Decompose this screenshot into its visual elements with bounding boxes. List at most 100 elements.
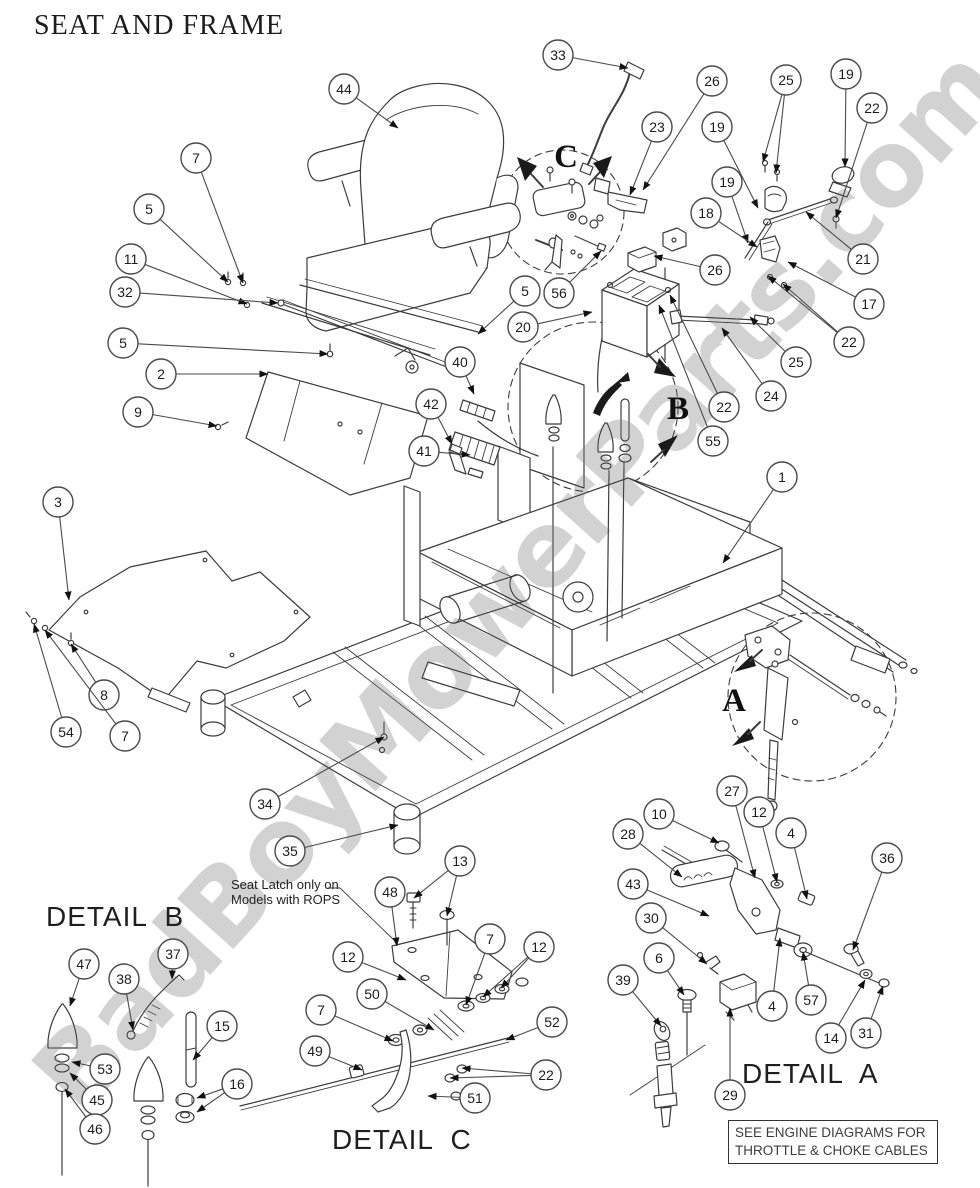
callout-label-7-52: 7 [317, 1002, 325, 1018]
callout-5-21 [107, 327, 139, 359]
leader-line-33-0 [572, 57, 629, 70]
detail-b-parts [47, 974, 197, 1187]
callout-label-47-38: 47 [76, 956, 92, 972]
callout-label-56-17: 56 [551, 285, 567, 301]
view-letter-A: A [722, 683, 746, 719]
callout-label-19-4: 19 [838, 66, 854, 82]
callout-22-20 [833, 326, 865, 358]
callout-33-0 [542, 39, 574, 71]
leader-line-1-32 [722, 489, 774, 564]
leader-line-13-46 [413, 869, 449, 899]
seat-deck [403, 362, 783, 677]
leader-line-50-51 [384, 1001, 435, 1031]
callout-41-30 [408, 435, 440, 467]
page-title: SEAT AND FRAME [34, 10, 284, 41]
callout-label-16-43: 16 [229, 1076, 245, 1092]
callout-label-6-65: 6 [655, 950, 663, 966]
callout-label-31-70: 31 [858, 1025, 874, 1041]
leader-line-53-42 [71, 1060, 91, 1068]
callout-label-2-23: 2 [157, 366, 165, 382]
detail-b-label: DETAIL B [46, 901, 185, 932]
leader-line-7-35 [44, 629, 117, 725]
callout-label-34-36: 34 [257, 796, 273, 812]
callout-19-4 [830, 58, 862, 90]
callout-6-65 [643, 942, 675, 974]
knob-cone [133, 1056, 164, 1102]
callout-label-36-62: 36 [879, 850, 895, 866]
leader-line-11-12 [144, 263, 248, 305]
leader-line-26-2 [642, 93, 705, 191]
callout-12-48 [332, 941, 364, 973]
callout-34-36 [249, 788, 281, 820]
callout-label-45-44: 45 [89, 1092, 105, 1108]
callout-label-5-21: 5 [119, 335, 127, 351]
callout-17-16 [853, 288, 885, 320]
leader-line-51-56 [427, 1092, 461, 1100]
leader-line-44-1 [355, 97, 399, 129]
callout-label-14-69: 14 [823, 1030, 839, 1046]
callout-label-29-71: 29 [722, 1087, 738, 1103]
seat-latch-note: Seat Latch only on Models with ROPS [231, 877, 340, 908]
leader-line-19-4 [841, 88, 849, 168]
callout-label-22-55: 22 [538, 1067, 554, 1083]
callout-15-41 [206, 1010, 238, 1042]
leader-line-41-30 [438, 450, 471, 458]
callout-label-15-41: 15 [214, 1018, 230, 1034]
seat-latch-note-line1: Seat Latch only on [231, 877, 339, 892]
leader-line-57-68 [800, 951, 810, 986]
detail-a-parts [629, 840, 890, 1128]
callout-label-18-11: 18 [698, 205, 714, 221]
callout-label-23-7: 23 [649, 119, 665, 135]
seat-latch-note-line2: Models with ROPS [231, 892, 341, 908]
callout-18-11 [690, 197, 722, 229]
note-box-line2: THROTTLE & CHOKE CABLES [735, 1142, 928, 1158]
callout-label-51-56: 51 [467, 1090, 483, 1106]
leader-line-10-58 [672, 820, 720, 844]
leader-line-5-9 [159, 218, 229, 283]
steering-rails [689, 517, 918, 675]
knob-cone [47, 1003, 78, 1049]
callout-label-22-20: 22 [841, 334, 857, 350]
callout-8-33 [88, 679, 120, 711]
leader-line-36-62 [852, 871, 883, 951]
callout-26-14 [699, 254, 731, 286]
callout-14-69 [815, 1022, 847, 1054]
callout-19-8 [701, 111, 733, 143]
right-armrest [430, 202, 521, 249]
hardware-cluster-c [532, 166, 607, 271]
callout-label-35-37: 35 [282, 843, 298, 859]
callout-label-38-40: 38 [116, 971, 132, 987]
callout-label-19-8: 19 [709, 119, 725, 135]
callout-label-25-3: 25 [778, 72, 794, 88]
callout-label-7-49: 7 [486, 931, 494, 947]
seat-assembly [305, 82, 521, 332]
detail-a-label: DETAIL A [742, 1058, 879, 1089]
leader-line-40-26 [465, 375, 475, 395]
leader-line-17-16 [787, 261, 856, 298]
callout-label-42-27: 42 [423, 396, 439, 412]
view-direction-arrows [517, 156, 763, 746]
leader-line-25-3 [761, 94, 783, 163]
callout-3-31 [42, 486, 74, 518]
callout-label-27-57: 27 [724, 783, 740, 799]
leader-line-5-18 [477, 300, 515, 335]
leader-line-56-17 [569, 250, 602, 283]
callout-label-9-28: 9 [134, 404, 142, 420]
leader-line-14-69 [838, 979, 866, 1026]
callout-29-71 [714, 1079, 746, 1111]
callout-4-67 [756, 990, 788, 1022]
callout-11-12 [115, 243, 147, 275]
latch-hook [371, 1029, 412, 1113]
leader-line-18-11 [718, 220, 758, 248]
leader-line-12-50 [482, 956, 529, 998]
leader-line-22-55 [449, 1074, 532, 1082]
wire-harness-33 [579, 61, 645, 176]
detail-c-parts [239, 892, 529, 1113]
callout-label-43-63: 43 [625, 876, 641, 892]
leader-line-46-45 [64, 1088, 87, 1118]
leader-line-23-7 [629, 140, 652, 196]
callout-43-63 [617, 868, 649, 900]
callout-label-46-45: 46 [87, 1121, 103, 1137]
